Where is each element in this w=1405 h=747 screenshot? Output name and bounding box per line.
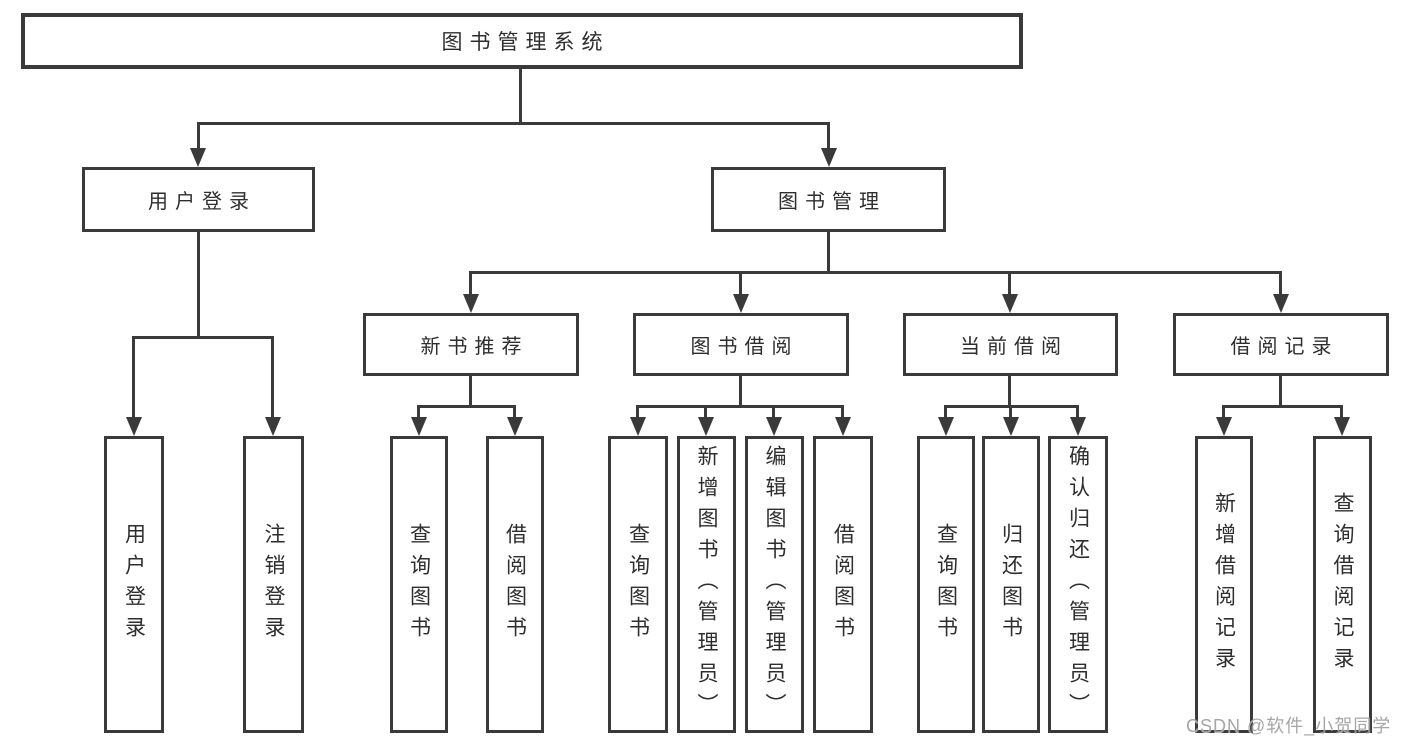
node-root: 图书管理系统 xyxy=(21,13,1023,69)
connector-stub xyxy=(772,405,775,421)
leaf-return-book-label: 归还图书 xyxy=(999,522,1023,647)
leaf-add-book-admin-label: 新增图书（管理员） xyxy=(695,445,718,724)
connector-current-stem xyxy=(1008,376,1011,408)
connector-user-stub xyxy=(197,122,200,150)
node-book-borrow: 图书借阅 xyxy=(633,313,849,376)
node-root-label: 图书管理系统 xyxy=(441,31,610,54)
leaf-query-book-1-label: 查询图书 xyxy=(407,522,431,647)
arrowhead-leaf xyxy=(1070,417,1086,436)
node-book-management: 图书管理 xyxy=(711,167,946,232)
leaf-user-login-label: 用户登录 xyxy=(122,522,146,647)
arrowhead-borrow xyxy=(733,294,749,313)
node-user-login-label: 用户登录 xyxy=(148,191,256,213)
node-new-book-recommend: 新书推荐 xyxy=(363,313,579,376)
arrowhead-leaf xyxy=(1003,417,1019,436)
connector-user-stem xyxy=(197,232,200,339)
leaf-borrow-book-2-label: 借阅图书 xyxy=(831,522,855,647)
leaf-edit-book-admin: 编辑图书（管理员） xyxy=(745,436,804,733)
leaf-query-book-3: 查询图书 xyxy=(917,436,975,733)
connector-stub xyxy=(1076,405,1079,421)
arrowhead-leaf-logout xyxy=(265,417,281,436)
leaf-confirm-return-admin: 确认归还（管理员） xyxy=(1048,436,1108,733)
connector-stub xyxy=(1222,405,1225,421)
connector-record-children-bar xyxy=(1222,405,1343,408)
node-new-book-recommend-label: 新书推荐 xyxy=(420,336,529,358)
arrowhead-leaf xyxy=(507,417,523,436)
arrowhead-leaf xyxy=(630,417,646,436)
arrowhead-leaf xyxy=(411,417,427,436)
arrowhead-leaf xyxy=(1216,417,1232,436)
leaf-return-book: 归还图书 xyxy=(982,436,1040,733)
connector-current-stub xyxy=(1008,271,1011,296)
leaf-query-borrow-record-label: 查询借阅记录 xyxy=(1331,491,1354,678)
leaf-add-borrow-record: 新增借阅记录 xyxy=(1195,436,1253,733)
connector-root-stem xyxy=(519,69,522,125)
connector-stub xyxy=(513,405,516,421)
connector-newbook-stub xyxy=(469,271,472,296)
arrowhead-user-login xyxy=(190,148,206,167)
connector-stub xyxy=(1340,405,1343,421)
leaf-logout: 注销登录 xyxy=(243,436,304,733)
arrowhead-record xyxy=(1273,294,1289,313)
connector-stub xyxy=(636,405,639,421)
leaf-add-book-admin: 新增图书（管理员） xyxy=(677,436,736,733)
arrowhead-leaf xyxy=(698,417,714,436)
connector-stub xyxy=(1009,405,1012,421)
connector-stub xyxy=(944,405,947,421)
leaf-borrow-book-2: 借阅图书 xyxy=(813,436,873,733)
connector-borrow-children-bar xyxy=(636,405,844,408)
connector-level2-bar xyxy=(197,122,830,125)
connector-stub xyxy=(704,405,707,421)
arrowhead-leaf xyxy=(835,417,851,436)
leaf-query-borrow-record: 查询借阅记录 xyxy=(1313,436,1372,733)
connector-bookmgmt-stem xyxy=(827,232,830,274)
connector-record-stem xyxy=(1279,376,1282,408)
connector-borrow-stub xyxy=(739,271,742,296)
arrowhead-leaf xyxy=(938,417,954,436)
connector-stub xyxy=(841,405,844,421)
leaf-borrow-book-1: 借阅图书 xyxy=(486,436,544,733)
leaf-query-book-2-label: 查询图书 xyxy=(626,522,650,647)
connector-borrow-stem xyxy=(739,376,742,408)
connector-bookmgmt-stub xyxy=(827,122,830,150)
connector-newbook-children-bar xyxy=(417,405,516,408)
leaf-logout-label: 注销登录 xyxy=(262,522,285,647)
leaf-query-book-2: 查询图书 xyxy=(608,436,668,733)
leaf-confirm-return-admin-label: 确认归还（管理员） xyxy=(1066,445,1090,724)
connector-record-stub xyxy=(1279,271,1282,296)
node-current-borrow: 当前借阅 xyxy=(903,313,1118,376)
arrowhead-newbook xyxy=(463,294,479,313)
leaf-edit-book-admin-label: 编辑图书（管理员） xyxy=(763,445,786,724)
arrowhead-current xyxy=(1002,294,1018,313)
leaf-borrow-book-1-label: 借阅图书 xyxy=(503,522,527,647)
connector-leaf-logout-stub xyxy=(271,336,274,418)
watermark: CSDN @软件_小贺同学 xyxy=(1186,716,1392,736)
connector-stub xyxy=(417,405,420,421)
arrowhead-book-management xyxy=(821,148,837,167)
connector-leaf-login-stub xyxy=(132,336,135,418)
node-user-login: 用户登录 xyxy=(82,167,315,232)
arrowhead-leaf xyxy=(1334,417,1350,436)
node-borrow-record-label: 借阅记录 xyxy=(1230,336,1339,358)
node-current-borrow-label: 当前借阅 xyxy=(960,336,1068,358)
node-borrow-record: 借阅记录 xyxy=(1173,313,1389,376)
leaf-user-login: 用户登录 xyxy=(104,436,164,733)
node-book-borrow-label: 图书借阅 xyxy=(690,336,799,358)
node-book-management-label: 图书管理 xyxy=(778,191,886,213)
leaf-query-book-3-label: 查询图书 xyxy=(934,522,958,647)
connector-level3-bar xyxy=(469,271,1282,274)
arrowhead-leaf xyxy=(766,417,782,436)
connector-user-children-bar xyxy=(132,336,274,339)
arrowhead-leaf-login xyxy=(126,417,142,436)
connector-newbook-stem xyxy=(469,376,472,408)
leaf-add-borrow-record-label: 新增借阅记录 xyxy=(1212,491,1236,678)
leaf-query-book-1: 查询图书 xyxy=(390,436,448,733)
